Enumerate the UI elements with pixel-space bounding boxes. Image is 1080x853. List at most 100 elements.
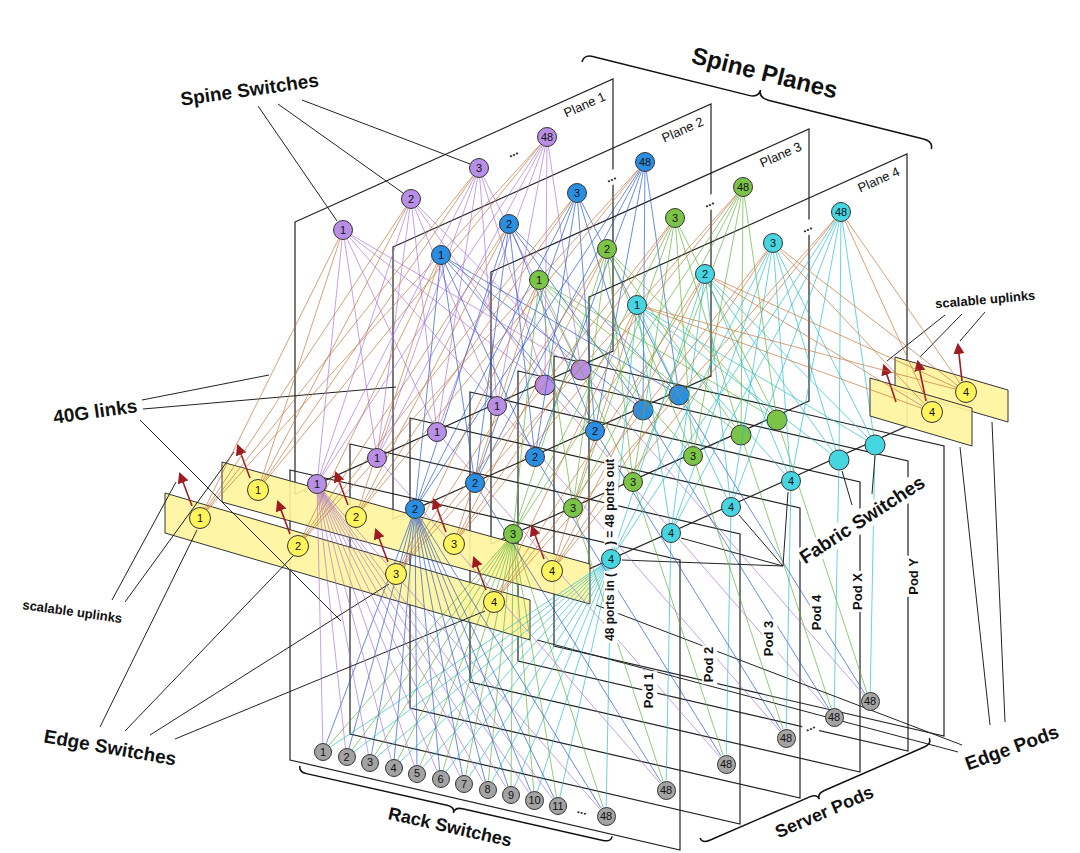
- edge-switch: 1: [247, 479, 269, 501]
- spine-switch: 1: [529, 270, 549, 290]
- fabric-switch: 2: [585, 421, 605, 441]
- rack-switch: 9: [502, 786, 520, 804]
- callout-title: scalable uplinks: [932, 288, 1037, 312]
- uplink-arrow: [180, 474, 192, 506]
- network-link: [676, 221, 837, 524]
- brace: [700, 738, 934, 849]
- network-link: [263, 208, 406, 480]
- rack-switch: 48: [861, 692, 880, 711]
- switch-number: 48: [600, 811, 612, 822]
- network-link: [303, 264, 437, 536]
- network-link: [352, 542, 507, 750]
- network-link: [318, 494, 345, 749]
- port-note: 48 ports in (: [604, 571, 618, 643]
- edge-switch: 1: [189, 507, 211, 529]
- network-link: [265, 145, 541, 482]
- switch-number: 9: [508, 790, 514, 801]
- network-link: [555, 315, 634, 561]
- spine-switch: 2: [597, 239, 617, 259]
- uplink-arrow: [434, 500, 446, 532]
- group-title: Spine Planes: [687, 41, 843, 105]
- switch-number: 3: [570, 503, 576, 514]
- callout-title: Edge Switches: [40, 725, 180, 770]
- network-link: [320, 493, 414, 765]
- network-link: [439, 178, 478, 422]
- link-lines: [539, 187, 870, 717]
- rack-switch: 2: [338, 748, 356, 766]
- network-link: [516, 543, 603, 806]
- switch-number: 5: [414, 768, 420, 779]
- ellipsis: ...: [602, 168, 620, 186]
- switch-number: 48: [828, 712, 840, 723]
- network-link: [205, 239, 339, 508]
- spine-switch: 2: [401, 189, 421, 209]
- switch-number: 1: [320, 747, 326, 758]
- switch-number: 3: [630, 477, 636, 488]
- network-link: [515, 568, 608, 787]
- fabric-switch: 3: [503, 524, 523, 544]
- network-link: [636, 491, 723, 754]
- fabric-switch-symbol: [767, 410, 787, 430]
- rack-switch: 1: [314, 743, 332, 761]
- spine-switch: 3: [567, 183, 587, 203]
- network-link: [361, 233, 504, 507]
- network-link: [635, 228, 674, 472]
- network-link: [264, 176, 473, 481]
- network-link: [518, 227, 671, 525]
- switch-number: 1: [634, 300, 640, 311]
- network-link: [421, 170, 640, 500]
- switch-number: 4: [491, 597, 497, 608]
- edge-switch: 3: [443, 533, 465, 555]
- network-link: [418, 519, 486, 781]
- switch-number: 48: [864, 696, 876, 707]
- network-link: [469, 567, 606, 776]
- network-link: [519, 195, 738, 525]
- network-link: [466, 544, 511, 776]
- switch-number: 1: [434, 427, 440, 438]
- rack-switch: 8: [479, 781, 497, 799]
- switch-number: 48: [639, 157, 651, 168]
- network-link: [560, 569, 609, 797]
- network-link: [616, 252, 769, 550]
- spine-switch: 3: [469, 158, 489, 178]
- network-link: [382, 146, 543, 449]
- edge-pod-band: [165, 493, 530, 640]
- leader-line: [140, 375, 396, 621]
- rack-switch: 7: [455, 775, 473, 793]
- network-link: [540, 465, 721, 755]
- edge-switch: 4: [541, 560, 563, 582]
- plane-panel: [491, 129, 809, 544]
- network-link: [380, 177, 475, 448]
- callout-title: Spine Switches: [177, 69, 322, 111]
- network-link: [412, 209, 436, 422]
- switch-number: 4: [788, 476, 794, 487]
- network-link: [354, 565, 603, 752]
- brace-label: Rack Switches: [384, 803, 515, 852]
- network-link: [558, 251, 767, 562]
- network-link: [324, 492, 600, 809]
- network-link: [320, 494, 392, 760]
- network-link: [440, 146, 543, 422]
- network-link: [322, 493, 483, 782]
- rack-switch: 10: [525, 791, 544, 810]
- link-lines: [441, 162, 870, 717]
- network-link: [419, 518, 531, 792]
- edge-switch: 2: [345, 506, 367, 528]
- network-link: [574, 259, 605, 498]
- switch-number: 10: [528, 795, 540, 806]
- network-link: [460, 226, 669, 535]
- ellipsis: ...: [504, 143, 522, 161]
- network-link: [459, 258, 602, 534]
- network-link: [793, 222, 839, 471]
- switch-number: 1: [374, 453, 380, 464]
- edge-switch: 3: [385, 563, 407, 585]
- switch-number: 3: [393, 569, 399, 580]
- switch-number: 3: [510, 529, 516, 540]
- network-link: [403, 194, 736, 565]
- network-link: [480, 171, 641, 474]
- rack-switch: 48: [777, 729, 796, 748]
- network-link: [418, 518, 508, 786]
- spine-switch: 3: [763, 233, 783, 253]
- spine-switch: 1: [431, 245, 451, 265]
